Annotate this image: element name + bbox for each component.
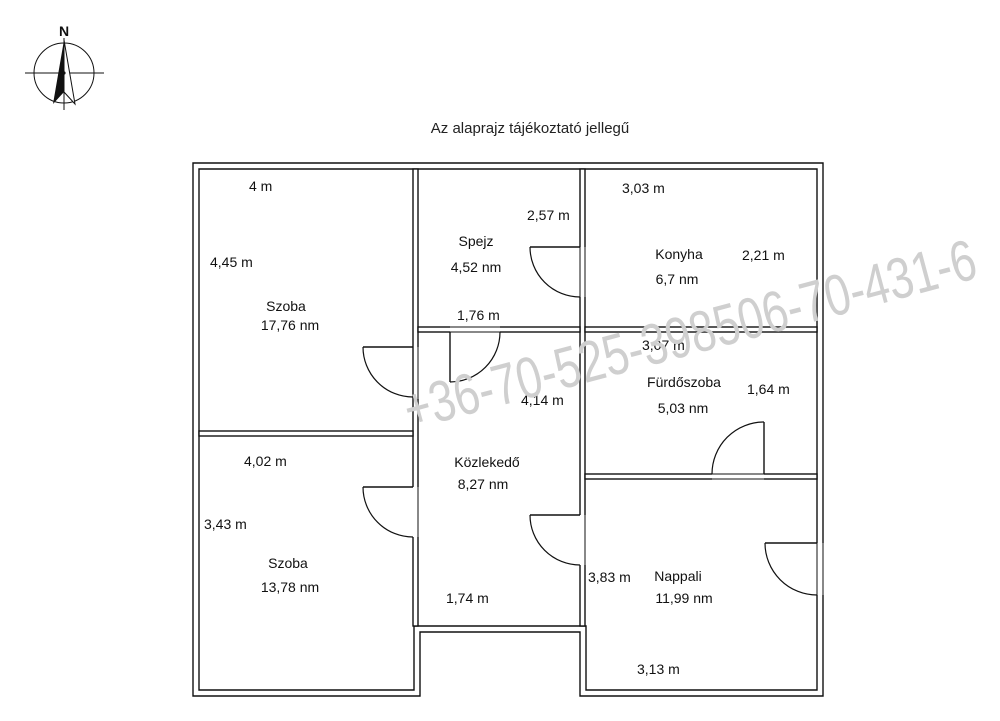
- dim-height: 2,57 m: [527, 207, 570, 223]
- room-area: 6,7 nm: [656, 271, 699, 287]
- dim-height: 3,83 m: [588, 569, 631, 585]
- north-label: N: [59, 23, 69, 39]
- room-area: 17,76 nm: [261, 317, 319, 333]
- room-area: 5,03 nm: [658, 400, 709, 416]
- plan-title: Az alaprajz tájékoztató jellegű: [431, 120, 629, 137]
- room-spejz: 2,57 m Spejz 4,52 nm 1,76 m: [451, 207, 570, 323]
- dim-height: 4,14 m: [521, 392, 564, 408]
- dim-height: 2,21 m: [742, 247, 785, 263]
- room-name: Közlekedő: [454, 454, 520, 470]
- dim-width: 1,74 m: [446, 590, 489, 606]
- dim-width: 1,76 m: [457, 307, 500, 323]
- room-szoba-bottom: 4,02 m 3,43 m Szoba 13,78 nm: [204, 453, 319, 595]
- room-name: Spejz: [458, 233, 493, 249]
- room-name: Fürdőszoba: [647, 374, 721, 390]
- dim-width: 3,13 m: [637, 661, 680, 677]
- room-kozlekedo: 4,14 m Közlekedő 8,27 nm 1,74 m: [446, 392, 564, 606]
- room-area: 8,27 nm: [458, 476, 509, 492]
- room-nappali: 3,83 m Nappali 11,99 nm 3,13 m: [588, 568, 713, 677]
- room-name: Szoba: [268, 555, 308, 571]
- room-name: Szoba: [266, 298, 306, 314]
- room-furdoszoba: 3,07 m Fürdőszoba 1,64 m 5,03 nm: [642, 337, 790, 416]
- outer-walls: [192, 162, 824, 697]
- dim-height: 4,45 m: [210, 254, 253, 270]
- north-arrow-icon: N: [25, 23, 104, 110]
- room-name: Konyha: [655, 246, 703, 262]
- dim-width: 4 m: [249, 178, 272, 194]
- room-area: 13,78 nm: [261, 579, 319, 595]
- room-name: Nappali: [654, 568, 701, 584]
- doors: [362, 246, 824, 596]
- dim-width: 3,03 m: [622, 180, 665, 196]
- dim-width: 3,07 m: [642, 337, 685, 353]
- room-szoba-top: 4 m 4,45 m Szoba 17,76 nm: [210, 178, 319, 333]
- dim-width: 4,02 m: [244, 453, 287, 469]
- dim-height: 1,64 m: [747, 381, 790, 397]
- room-area: 11,99 nm: [655, 590, 712, 606]
- room-area: 4,52 nm: [451, 259, 502, 275]
- room-konyha: 3,03 m Konyha 2,21 m 6,7 nm: [622, 180, 785, 287]
- dim-height: 3,43 m: [204, 516, 247, 532]
